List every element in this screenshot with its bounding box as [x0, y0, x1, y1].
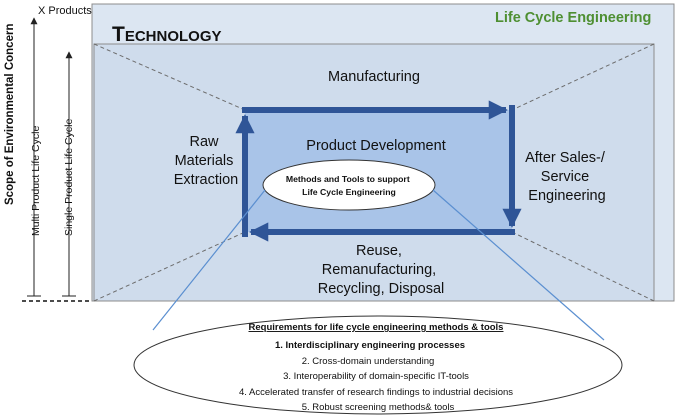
product-development-label: Product Development [306, 138, 445, 154]
manufacturing-label: Manufacturing [328, 69, 420, 85]
single-product-label: Single Product Life Cycle [63, 119, 75, 236]
reuse-label: Reuse, Remanufacturing, Recycling, Dispo… [318, 243, 445, 297]
connector-line [432, 189, 605, 341]
after-sales-label: After Sales-/ Service Engineering [525, 150, 609, 204]
requirements-item: 4. Accelerated transfer of research find… [239, 387, 513, 398]
multi-product-label: Multi Product Life Cycle [30, 126, 42, 236]
requirements-title: Requirements for life cycle engineering … [249, 322, 504, 333]
x-products-label: X Products [38, 5, 92, 17]
requirements-item: 2. Cross-domain understanding [302, 356, 435, 367]
requirements-item: 3. Interoperability of domain-specific I… [283, 371, 469, 382]
requirements-item: 1. Interdisciplinary engineering process… [275, 340, 465, 351]
requirements-ellipse [133, 315, 623, 415]
raw-materials-label: Raw Materials Extraction [174, 134, 238, 188]
methods-ellipse [262, 159, 436, 211]
scope-label: Scope of Environmental Concern [4, 24, 16, 205]
requirements-item: 5. Robust screening methods& tools [302, 402, 455, 413]
technology-label: TECHNOLOGY [112, 23, 222, 46]
lce-label: Life Cycle Engineering [495, 10, 651, 26]
connector-line [152, 189, 266, 331]
diagonal-line [511, 231, 655, 302]
methods-text: Methods and Tools to support Life Cycle … [286, 174, 412, 197]
diagonal-line [511, 43, 655, 111]
